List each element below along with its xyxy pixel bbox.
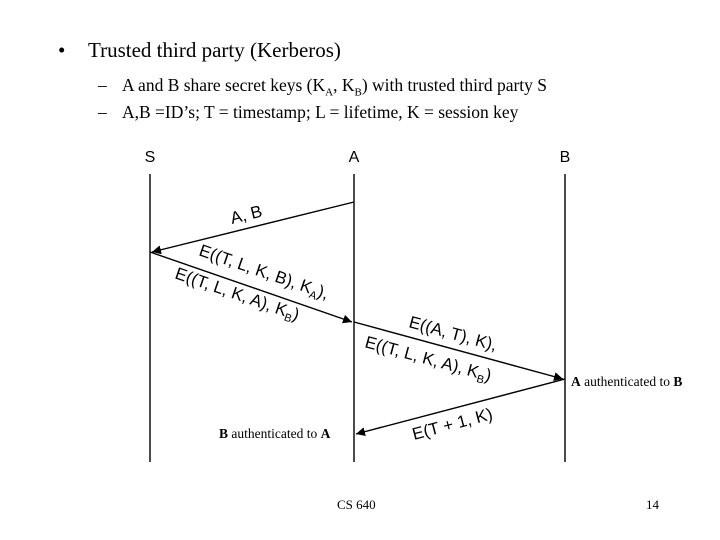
subbullet-keys-pre: A and B share secret keys (K bbox=[122, 75, 326, 95]
subbullet-keys-mid: , K bbox=[333, 75, 355, 95]
note-b-authenticated-to-a: B authenticated to A bbox=[219, 426, 331, 441]
lifeline-label-s: S bbox=[145, 149, 156, 166]
subbullet-ids-text: A,B =ID’s; T = timestamp; L = lifetime, … bbox=[122, 102, 519, 122]
arrow-a-to-b bbox=[353, 321, 564, 381]
lifeline-label-a: A bbox=[349, 149, 360, 166]
footer-page-number: 14 bbox=[646, 497, 659, 512]
subbullet-dash: – bbox=[98, 75, 107, 95]
bullet-title: Trusted third party (Kerberos) bbox=[88, 38, 341, 62]
arrow-a-to-s bbox=[151, 201, 355, 255]
bullet-dot: • bbox=[58, 38, 66, 62]
subbullet-keys-sub-a: A bbox=[325, 86, 334, 99]
subbullet-ids: –A,B =ID’s; T = timestamp; L = lifetime,… bbox=[98, 102, 518, 123]
note-a-authenticated-to-b: A authenticated to B bbox=[571, 374, 682, 389]
lifeline-label-b: B bbox=[560, 149, 571, 166]
msg-a-to-s-label: A, B bbox=[228, 202, 264, 228]
subbullet-keys: –A and B share secret keys (KA, KB) with… bbox=[98, 75, 547, 99]
subbullet-keys-sub-b: B bbox=[354, 86, 362, 99]
footer-course: CS 640 bbox=[337, 497, 376, 512]
msg-b-to-a-label: E(T + 1, K) bbox=[410, 404, 494, 443]
arrow-s-to-a bbox=[149, 251, 353, 324]
arrow-b-to-a bbox=[355, 378, 566, 437]
subbullet-dash: – bbox=[98, 102, 107, 122]
subbullet-keys-post: ) with trusted third party S bbox=[361, 75, 548, 95]
